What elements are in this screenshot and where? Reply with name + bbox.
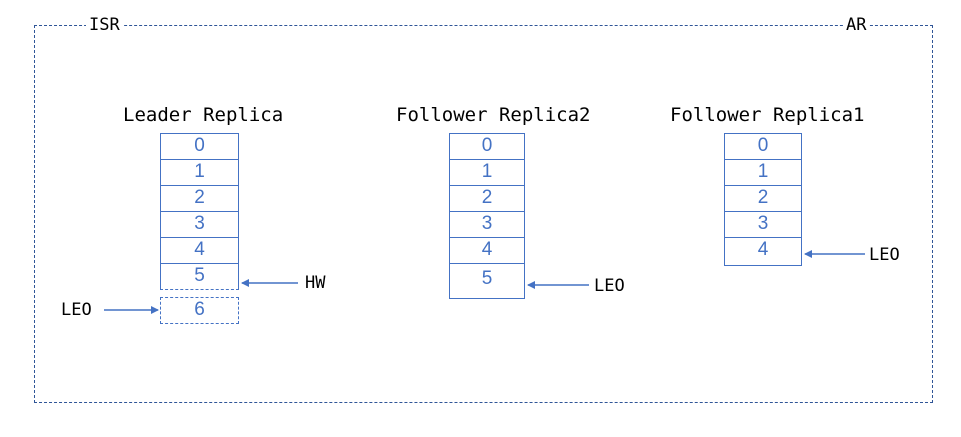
log-cell: 5 bbox=[160, 263, 239, 290]
log-cell: 3 bbox=[449, 211, 525, 238]
log-cell: 2 bbox=[724, 185, 802, 212]
log-cell: 5 bbox=[449, 263, 525, 299]
log-cell: 1 bbox=[724, 159, 802, 186]
ar-label: AR bbox=[843, 15, 870, 35]
isr-label: ISR bbox=[86, 15, 123, 35]
follower2-leo-label: LEO bbox=[594, 276, 625, 296]
log-cell: 4 bbox=[160, 237, 239, 264]
log-cell: 3 bbox=[160, 211, 239, 238]
log-cell: 4 bbox=[449, 237, 525, 264]
log-cell: 4 bbox=[724, 237, 802, 266]
log-cell: 0 bbox=[724, 133, 802, 160]
leader-leo-label: LEO bbox=[61, 300, 92, 320]
leader-replica-title: Leader Replica bbox=[123, 104, 284, 126]
hw-label: HW bbox=[305, 273, 326, 293]
log-cell-uncommitted: 6 bbox=[160, 297, 239, 324]
follower-replica2-title: Follower Replica2 bbox=[396, 104, 591, 126]
ar-frame bbox=[34, 25, 933, 403]
follower1-leo-label: LEO bbox=[869, 245, 900, 265]
log-cell: 3 bbox=[724, 211, 802, 238]
follower-replica1-title: Follower Replica1 bbox=[670, 104, 865, 126]
log-cell: 2 bbox=[449, 185, 525, 212]
log-cell: 1 bbox=[449, 159, 525, 186]
